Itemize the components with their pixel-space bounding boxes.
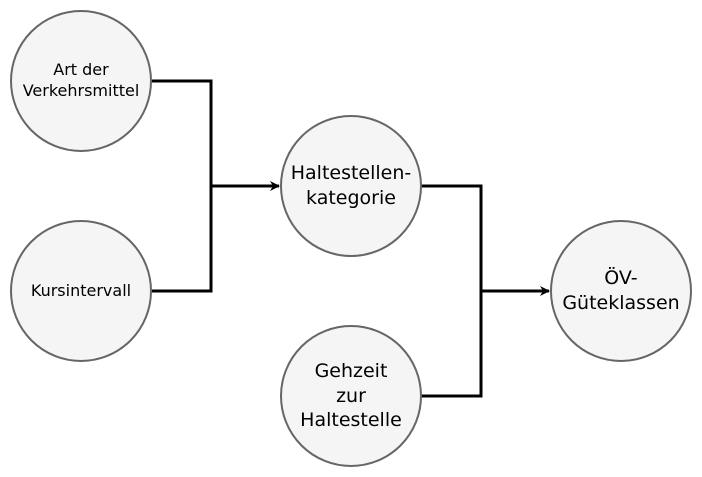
connector-gehzeit [421, 291, 483, 398]
connector-kursintervall [152, 186, 213, 293]
node-oev-gueteklassen [550, 220, 692, 362]
node-gehzeit [280, 325, 422, 467]
node-art-der-verkehrsmittel [10, 10, 152, 152]
label-kursintervall: Kursintervall [30, 280, 132, 300]
label-oev-gueteklassen: ÖV- Güteklassen [562, 267, 680, 314]
label-haltestellenkategorie: Haltestellen- kategorie [290, 162, 412, 209]
label-art-der-verkehrsmittel: Art der Verkehrsmittel [22, 60, 140, 100]
label-gehzeit: Gehzeit zur Haltestelle [300, 359, 402, 432]
connector-haltestellenkategorie [421, 184, 483, 291]
connector-art-der-verkehrsmittel [152, 79, 213, 186]
node-kursintervall [10, 220, 152, 362]
node-haltestellenkategorie [280, 115, 422, 257]
